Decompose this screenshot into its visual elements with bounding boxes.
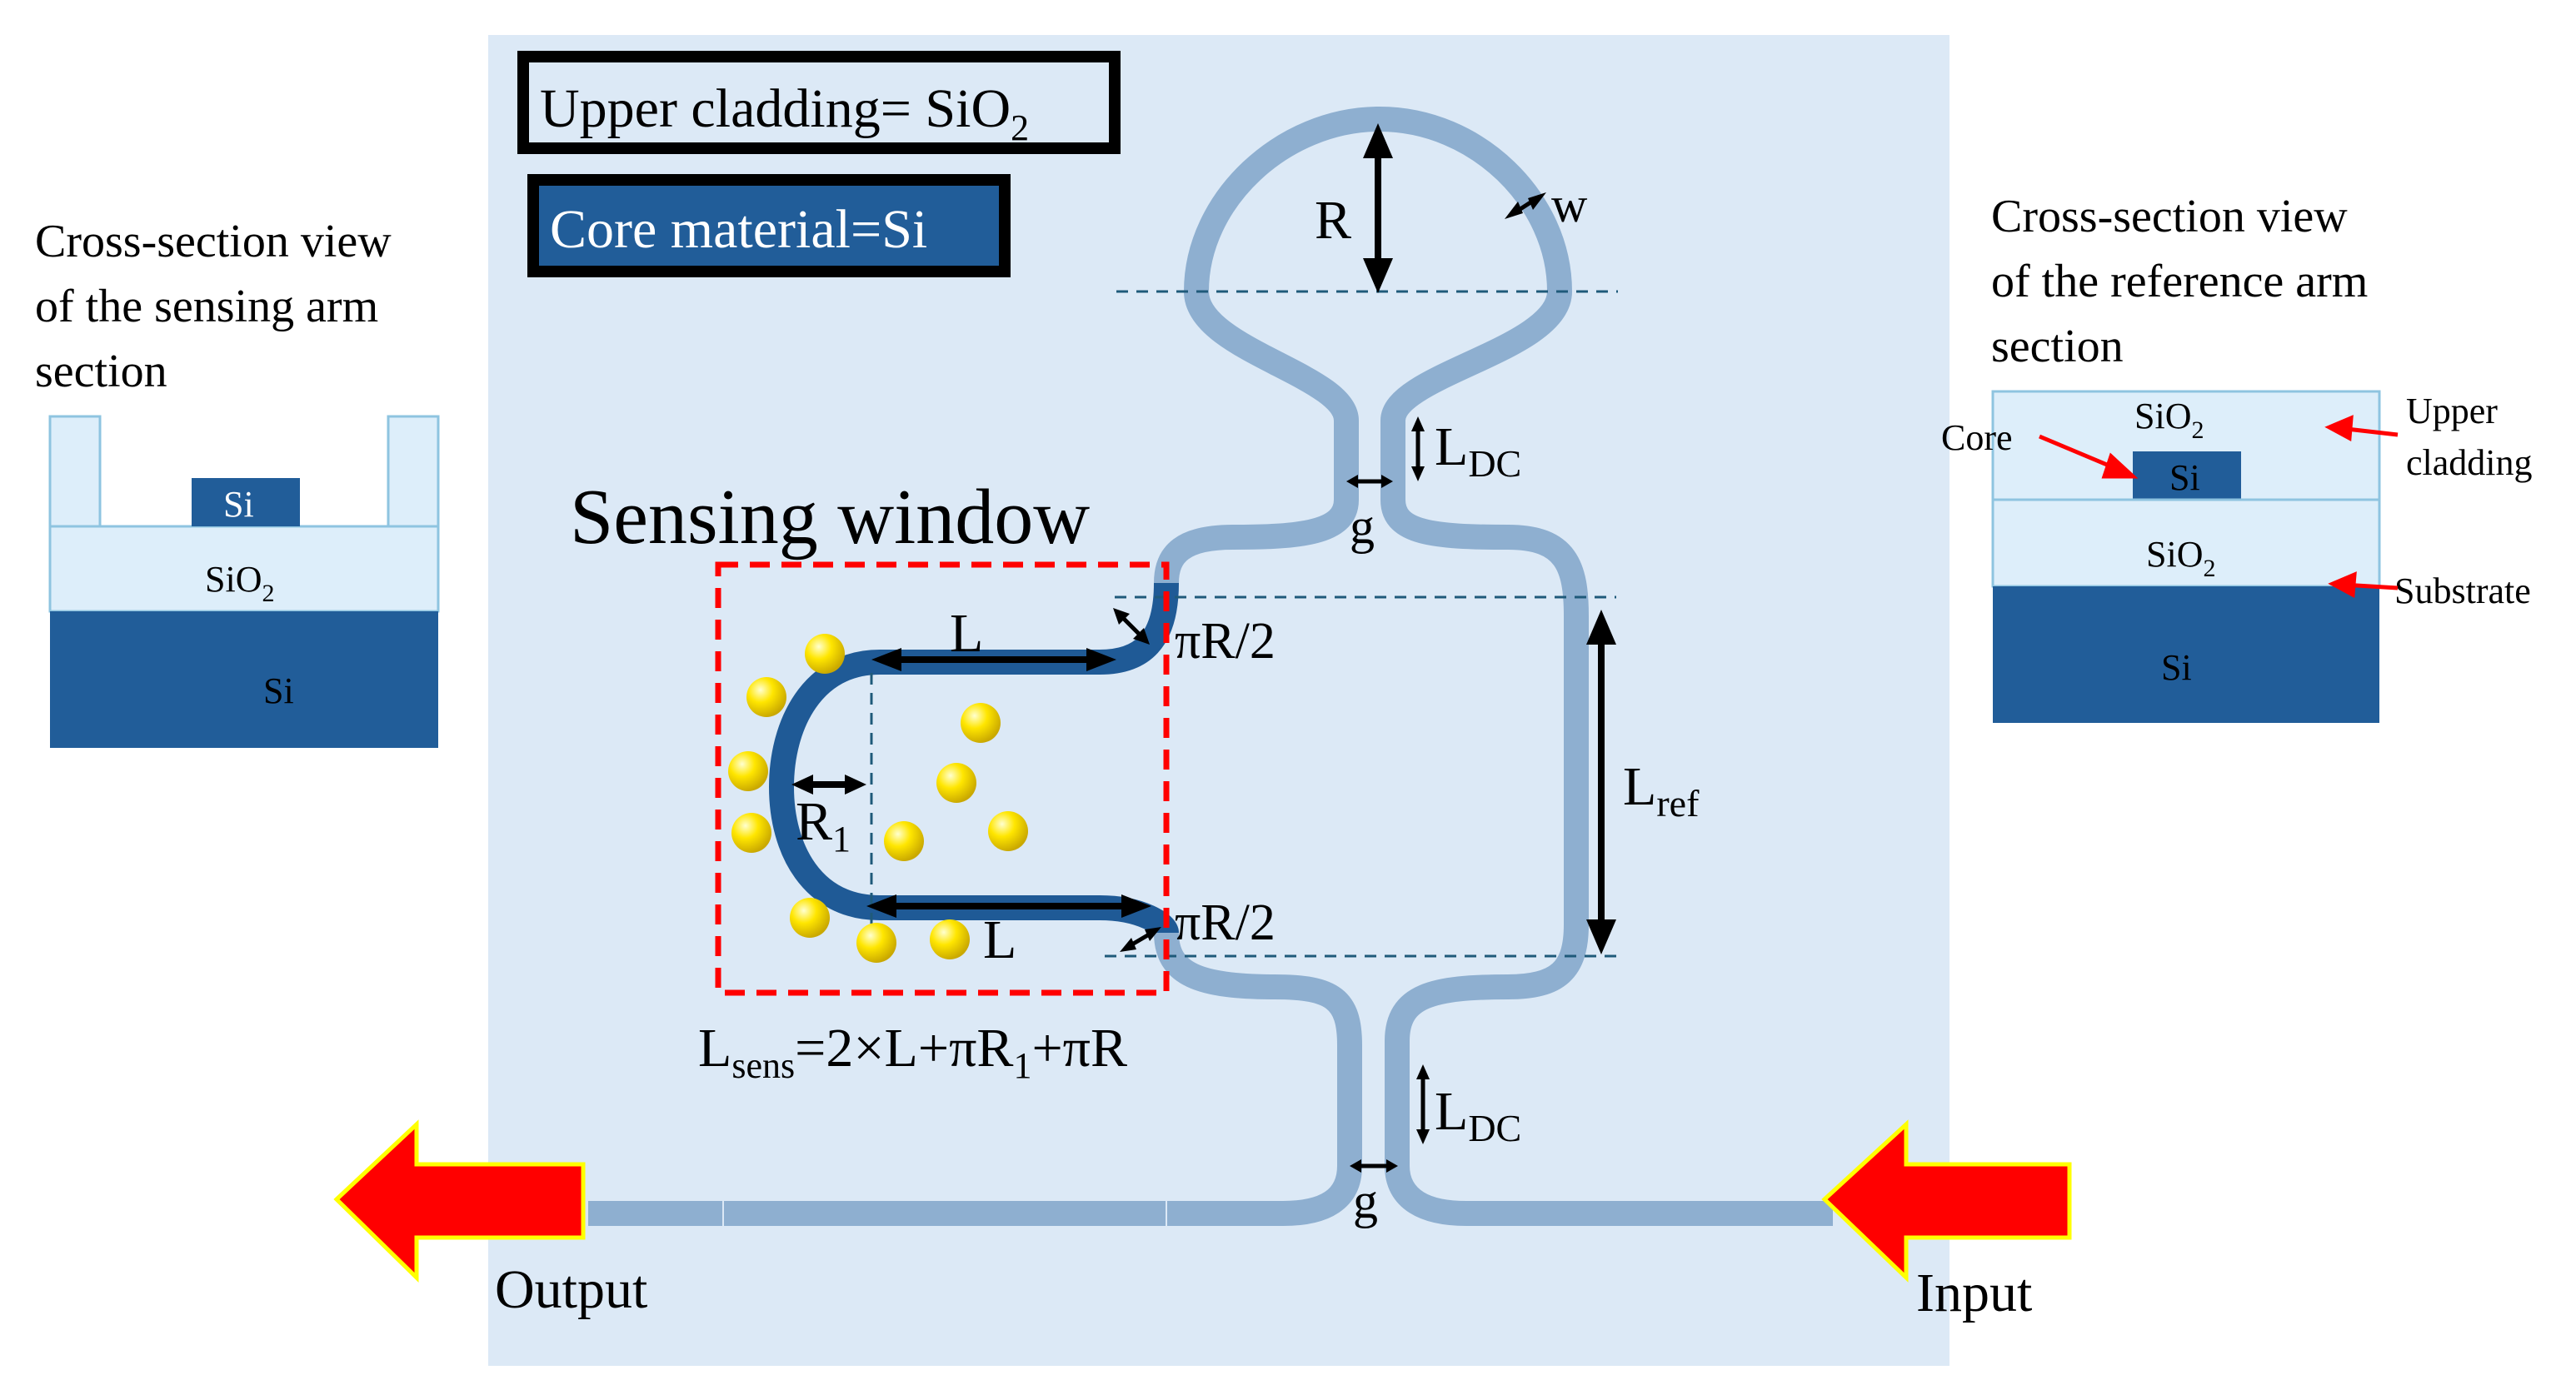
coupler-length-label-top: LDC bbox=[1435, 416, 1521, 485]
svg-text:Si: Si bbox=[223, 484, 254, 525]
svg-text:SiO2: SiO2 bbox=[2146, 534, 2215, 582]
upper-cladding-annotation-2: cladding bbox=[2406, 442, 2533, 483]
sensing-cross-section-caption-1: Cross-section view bbox=[35, 216, 392, 267]
particle bbox=[988, 811, 1028, 851]
ring-radius-label: R bbox=[1315, 190, 1351, 251]
reference-core bbox=[2133, 451, 2241, 500]
reference-cross-section-caption-3: section bbox=[1991, 321, 2124, 372]
upper-cladding-legend: Upper cladding= SiO2 bbox=[517, 51, 1121, 154]
core-material-legend: Core material=Si bbox=[527, 174, 1011, 277]
reference-length-label: Lref bbox=[1623, 756, 1700, 825]
output-arrow bbox=[333, 1119, 586, 1283]
particle bbox=[936, 763, 976, 803]
sensing-core bbox=[192, 478, 300, 526]
sensing-arm-cross-section: Cross-section view of the sensing arm se… bbox=[35, 216, 440, 748]
reference-cross-section-caption-2: of the reference arm bbox=[1991, 256, 2368, 307]
sensing-radius-label: R1 bbox=[796, 791, 851, 859]
input-arrow bbox=[1821, 1119, 2072, 1283]
svg-text:Si: Si bbox=[263, 670, 294, 711]
gap-label-top: g bbox=[1350, 499, 1375, 554]
reference-waveguides bbox=[588, 107, 1833, 1226]
reference-arm-cross-section: Cross-section view of the reference arm … bbox=[1941, 191, 2533, 723]
reference-substrate bbox=[1993, 586, 2379, 723]
svg-text:SiO2: SiO2 bbox=[2134, 396, 2204, 444]
input-label: Input bbox=[1916, 1263, 2032, 1323]
coupler-length-label-bottom: LDC bbox=[1435, 1081, 1521, 1149]
sensing-cross-section-caption-2: of the sensing arm bbox=[35, 281, 378, 332]
particle bbox=[790, 898, 830, 938]
output-label: Output bbox=[495, 1259, 647, 1320]
particle bbox=[856, 923, 896, 963]
sensing-window-title: Sensing window bbox=[570, 474, 1090, 560]
svg-text:Si: Si bbox=[2169, 457, 2200, 498]
bend-label-bottom: πR/2 bbox=[1175, 894, 1276, 951]
svg-text:Upper cladding= SiO2: Upper cladding= SiO2 bbox=[540, 78, 1029, 148]
upper-cladding-annotation-1: Upper bbox=[2406, 391, 2498, 431]
reference-cross-section-caption-1: Cross-section view bbox=[1991, 191, 2348, 242]
coupler-left-branch-bottom bbox=[1154, 932, 1362, 1133]
particle bbox=[930, 919, 970, 959]
particle bbox=[731, 813, 771, 853]
particle bbox=[728, 751, 768, 791]
substrate-annotation: Substrate bbox=[2394, 570, 2531, 611]
core-annotation: Core bbox=[1941, 417, 2013, 458]
sensing-cross-section-caption-3: section bbox=[35, 346, 167, 397]
straight-length-label-bottom: L bbox=[983, 909, 1016, 970]
coupler-left-branch-top bbox=[1154, 498, 1359, 584]
gap-label-bottom: g bbox=[1353, 1173, 1378, 1228]
top-ring-resonator bbox=[1184, 107, 1572, 500]
particle bbox=[961, 703, 1001, 743]
width-label: w bbox=[1551, 177, 1588, 232]
guide-lines bbox=[870, 290, 1618, 958]
arrowheads bbox=[791, 123, 1616, 1173]
reference-arm bbox=[1380, 498, 1589, 1133]
input-bus-waveguide bbox=[1385, 1133, 1833, 1226]
analyte-particles bbox=[728, 634, 1028, 963]
particle bbox=[884, 821, 924, 861]
svg-text:Si: Si bbox=[2161, 647, 2192, 688]
particle bbox=[805, 634, 845, 674]
svg-text:Core material=Si: Core material=Si bbox=[550, 199, 927, 260]
sensing-substrate bbox=[50, 611, 438, 748]
bend-label-top: πR/2 bbox=[1175, 613, 1276, 670]
straight-length-label-top: L bbox=[950, 603, 983, 664]
svg-text:SiO2: SiO2 bbox=[205, 559, 274, 607]
particle bbox=[746, 677, 786, 717]
dimension-labels: R w LDC g L πR/2 R1 L πR/2 Lref LDC g Ls… bbox=[698, 177, 1700, 1228]
output-bus-waveguide bbox=[588, 1133, 1362, 1226]
sensing-length-formula: Lsens=2×L+πR1+πR bbox=[698, 1018, 1127, 1086]
sensing-window bbox=[715, 561, 1170, 996]
